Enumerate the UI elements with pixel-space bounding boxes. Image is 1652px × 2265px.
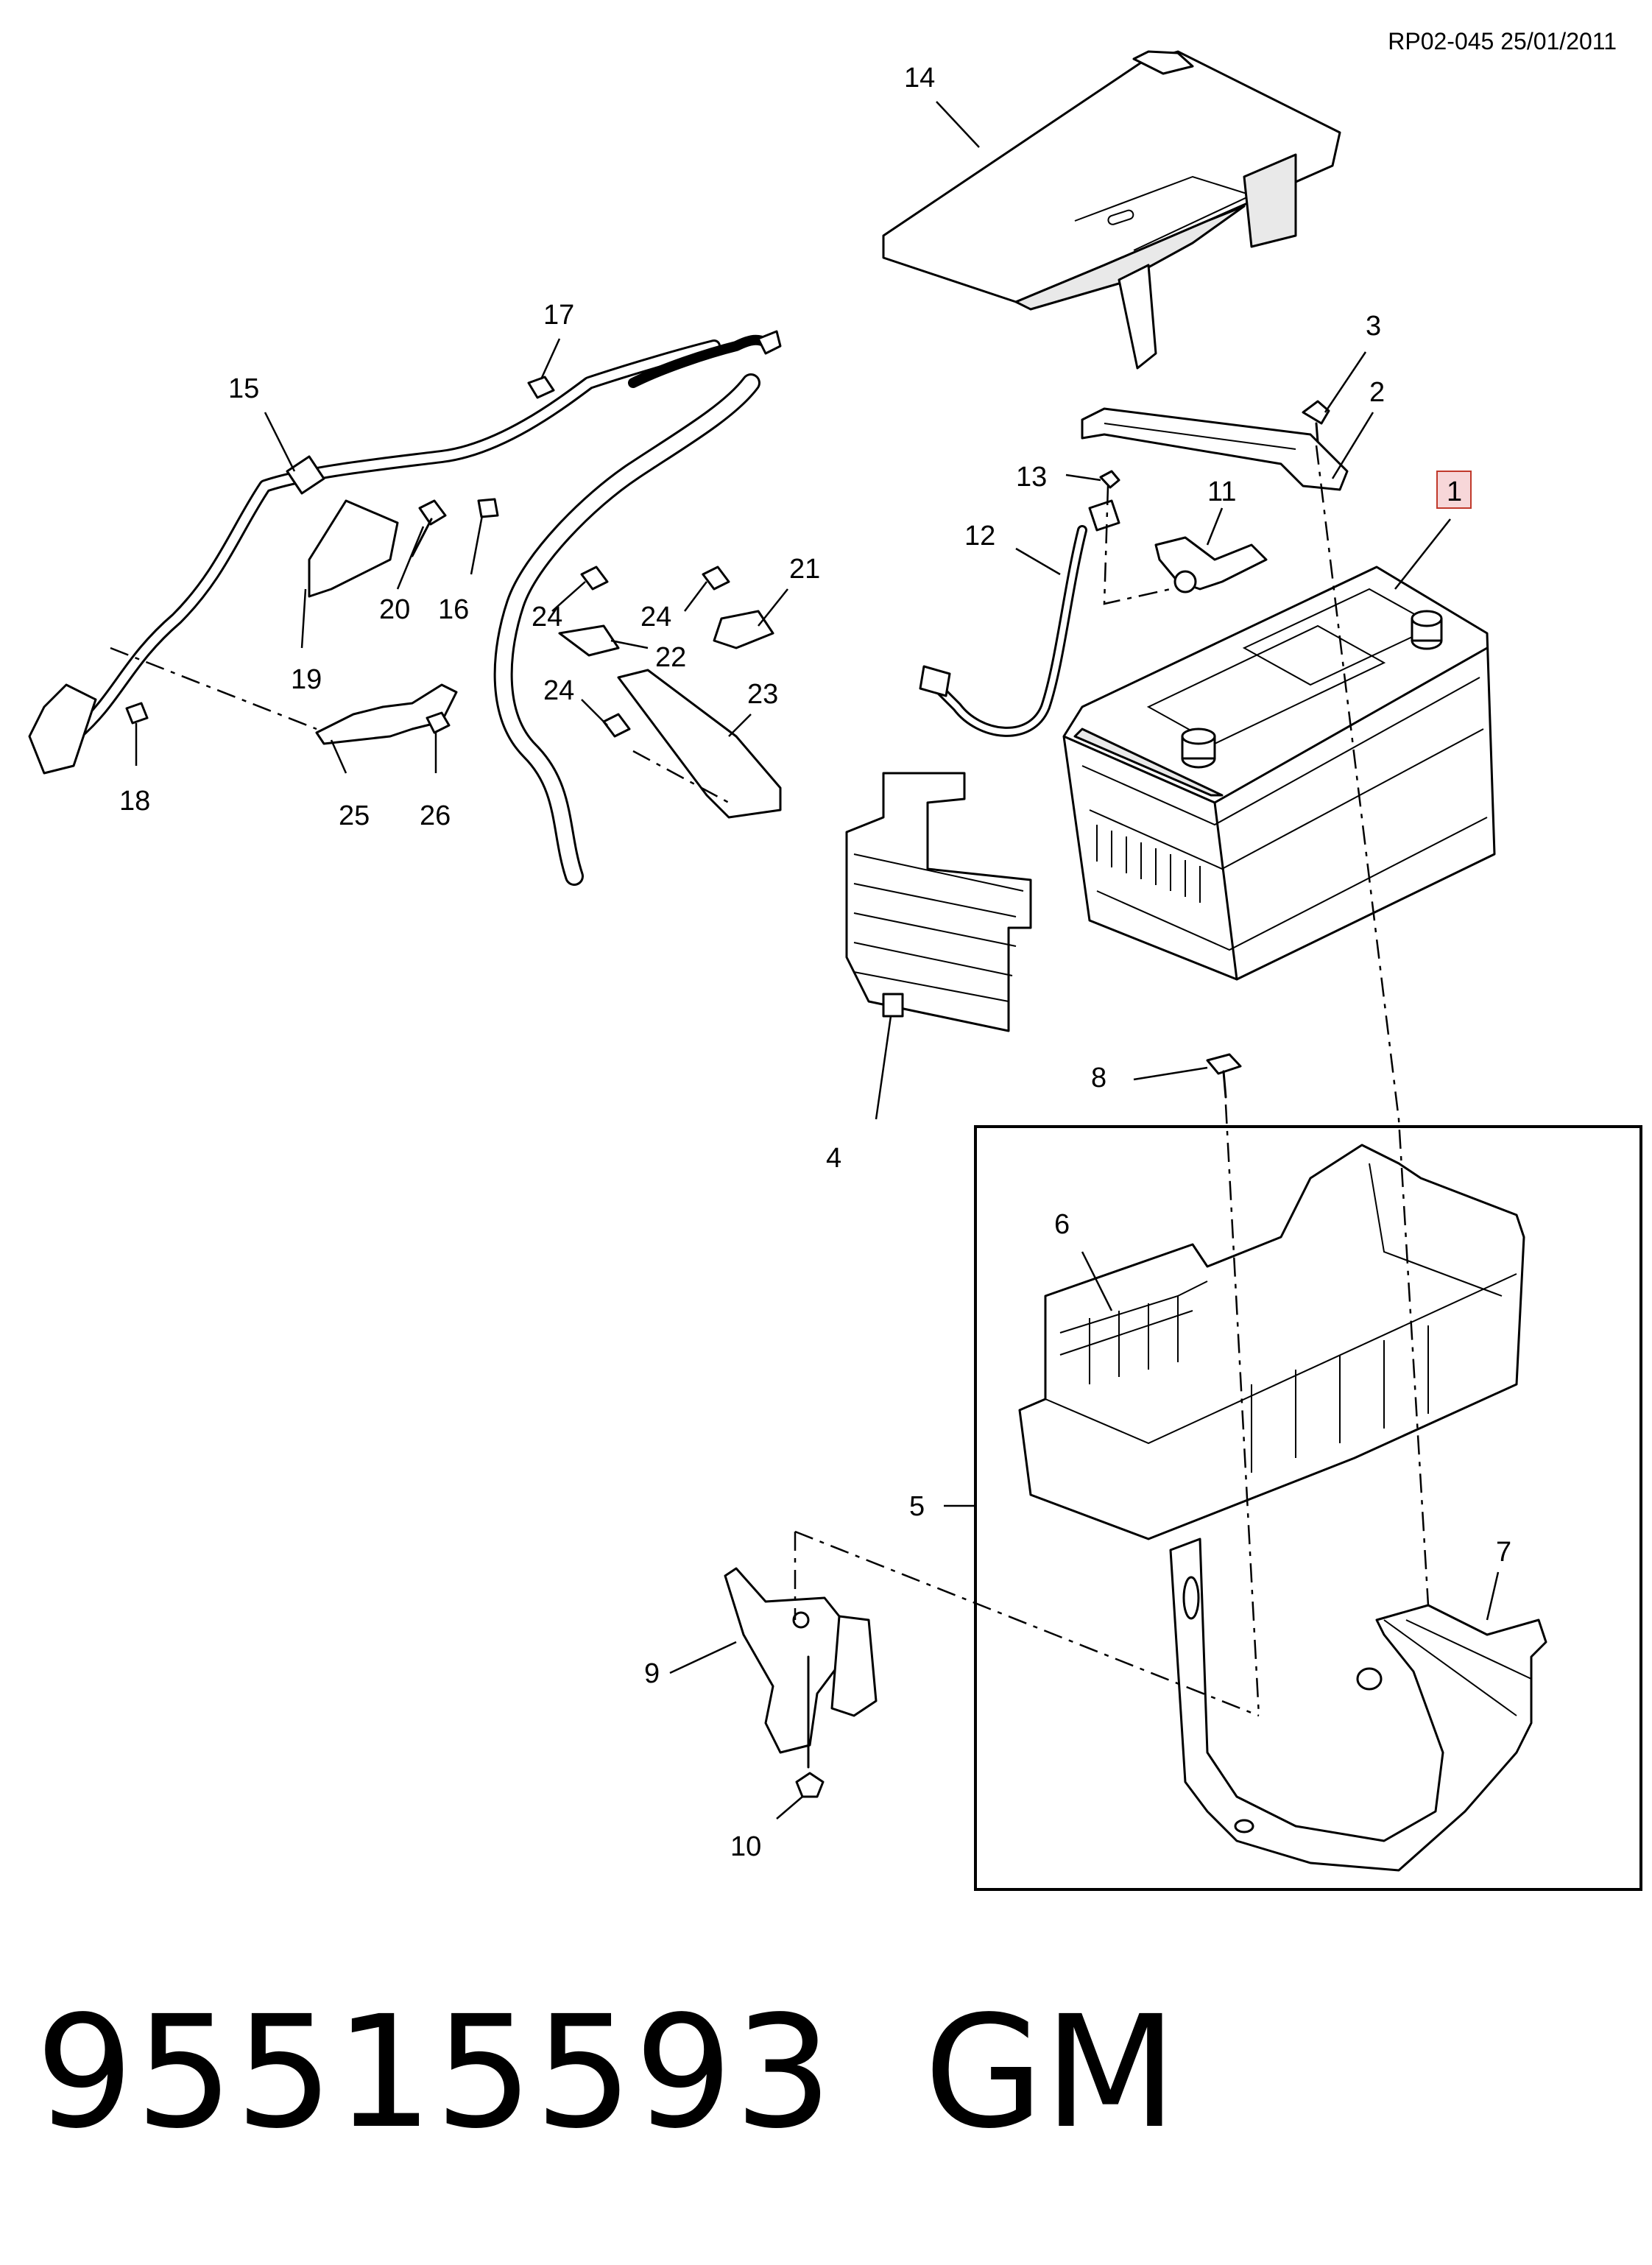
manufacturer-name: GM — [924, 1982, 1177, 2163]
tray-bolt-part — [1206, 1053, 1242, 1099]
callout-11: 11 — [1207, 476, 1236, 507]
battery-insulator-part — [845, 772, 1032, 1032]
harness-bolt-part — [411, 499, 447, 557]
callout-3: 3 — [1366, 311, 1381, 342]
callout-18: 18 — [119, 786, 150, 817]
callout-24: 24 — [532, 602, 562, 633]
callout-6: 6 — [1054, 1209, 1070, 1240]
callout-22: 22 — [655, 642, 686, 673]
part-number: 95515593 — [35, 1982, 834, 2163]
callout-8: 8 — [1091, 1063, 1106, 1093]
alignment-line — [794, 1530, 1260, 1717]
callout-24: 24 — [640, 602, 671, 633]
callout-4: 4 — [826, 1143, 841, 1174]
callout-24: 24 — [543, 675, 574, 706]
lower-bracket-nut-part — [795, 1655, 825, 1798]
callout-25: 25 — [339, 800, 370, 831]
callout-7: 7 — [1496, 1537, 1511, 1568]
ground-cable-part — [617, 669, 782, 819]
callout-13: 13 — [1016, 462, 1047, 493]
callout-21: 21 — [789, 554, 820, 585]
alignment-line — [1224, 1104, 1260, 1716]
callout-23: 23 — [747, 679, 778, 710]
negative-cable-part — [919, 499, 1120, 737]
retainer-nut-part — [426, 711, 451, 734]
highlighted-callout-box — [1436, 471, 1472, 509]
callout-5: 5 — [909, 1491, 925, 1522]
callout-10: 10 — [730, 1831, 761, 1862]
battery-tray-part — [1018, 1144, 1525, 1540]
callout-12: 12 — [964, 521, 995, 552]
harness-nut-upper-part — [527, 376, 555, 399]
bracket-bolts-part — [580, 566, 730, 738]
alignment-line — [632, 750, 730, 804]
harness-clip-part — [477, 498, 499, 518]
harness-bracket-part — [308, 499, 399, 598]
positive-cable-harness-part — [28, 330, 782, 886]
callout-16: 16 — [438, 594, 469, 625]
negative-cable-nut-part — [1099, 470, 1120, 489]
cable-clip-bracket-part — [713, 610, 774, 649]
alignment-line — [1315, 445, 1430, 1606]
callout-leaders — [135, 101, 1500, 1820]
callout-9: 9 — [644, 1658, 660, 1689]
battery-sensor-part — [1154, 536, 1268, 593]
callout-17: 17 — [543, 300, 574, 331]
harness-nut-lower-part — [125, 702, 149, 725]
battery-part — [1062, 566, 1496, 981]
callout-14: 14 — [904, 63, 935, 94]
battery-cover-part — [882, 50, 1341, 370]
alignment-line — [1103, 485, 1171, 605]
lower-bracket-part — [724, 1567, 878, 1754]
tray-support-bracket-part — [1169, 1537, 1547, 1872]
cable-clip-bracket-lower-part — [558, 624, 620, 657]
callout-20: 20 — [379, 594, 410, 625]
clamp-bolt-part — [1302, 400, 1330, 443]
callout-19: 19 — [291, 664, 322, 695]
callout-1: 1 — [1447, 476, 1462, 507]
drawing-reference: RP02-045 25/01/2011 — [1388, 28, 1617, 54]
callout-15: 15 — [228, 373, 259, 404]
tray-assembly-frame — [974, 1125, 1642, 1891]
callout-2: 2 — [1369, 377, 1385, 408]
callout-26: 26 — [420, 800, 451, 831]
harness-retainer-bracket-part — [315, 683, 458, 745]
